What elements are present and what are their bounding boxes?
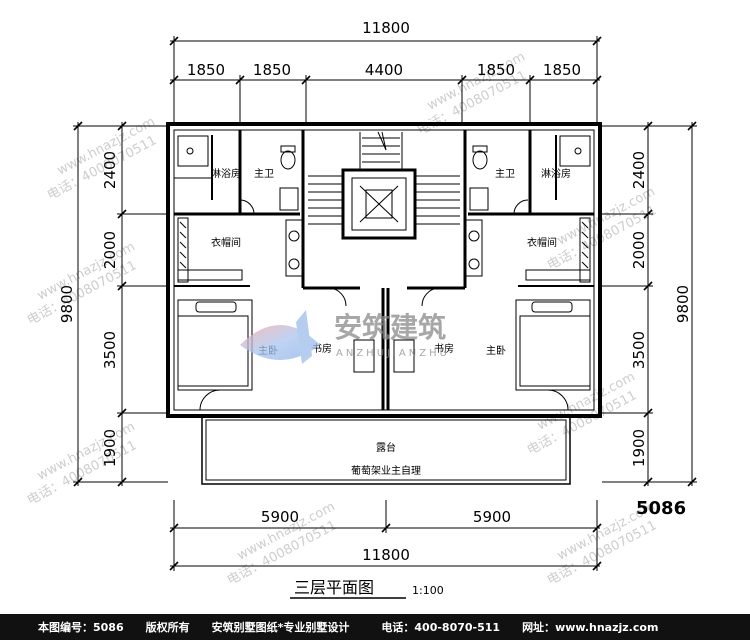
dim-right-segment: 2400 bbox=[630, 151, 648, 189]
top-dimension-labels: 11800 1850 1850 4400 1850 1850 bbox=[187, 19, 581, 79]
dim-bottom-segment: 5900 bbox=[473, 508, 511, 526]
room-label-bath-left: 主卫 bbox=[254, 168, 274, 180]
drawing-title: 三层平面图 bbox=[294, 578, 374, 597]
room-label-shower-right: 淋浴房 bbox=[541, 167, 571, 180]
dim-right-total: 9800 bbox=[674, 285, 692, 323]
logo-cn: 安筑建筑 bbox=[334, 311, 446, 344]
dim-right-segment: 3500 bbox=[630, 331, 648, 369]
footer-bar: 本图编号：5086 版权所有 安筑别墅图纸*专业别墅设计 电话：400-8070… bbox=[0, 614, 750, 640]
room-label-master-right: 主卧 bbox=[486, 344, 506, 357]
logo-en: ANZHUJIANZHU bbox=[336, 348, 450, 359]
bottom-dimensions bbox=[169, 500, 602, 571]
footer-slogan: 安筑别墅图纸*专业别墅设计 bbox=[211, 621, 350, 634]
bottom-dimension-labels: 5900 5900 11800 bbox=[261, 508, 511, 564]
floor-plan-drawing: www.hnazjz.com 电话：4008070511 www.hnazjz.… bbox=[25, 19, 697, 599]
terrace bbox=[201, 415, 571, 485]
fixtures bbox=[177, 135, 591, 411]
drawing-scale: 1:100 bbox=[412, 584, 444, 597]
footer-code: 本图编号：5086 bbox=[38, 621, 124, 634]
dim-right-segment: 2000 bbox=[630, 231, 648, 269]
room-label-shower-left: 淋浴房 bbox=[211, 167, 241, 180]
dim-right-segment: 1900 bbox=[630, 429, 648, 467]
room-label-terrace-note: 葡萄架业主自理 bbox=[351, 464, 421, 477]
room-label-study-right: 书房 bbox=[434, 342, 454, 355]
top-dimensions bbox=[169, 36, 602, 122]
room-label-bath-right: 主卫 bbox=[495, 168, 515, 180]
left-dimensions bbox=[73, 121, 168, 487]
dim-top-segment: 1850 bbox=[543, 61, 581, 79]
dim-top-segment: 1850 bbox=[477, 61, 515, 79]
dim-left-segment: 2400 bbox=[101, 151, 119, 189]
dim-left-segment: 2000 bbox=[101, 231, 119, 269]
dim-top-total: 11800 bbox=[362, 19, 410, 37]
room-label-terrace: 露台 bbox=[376, 441, 396, 454]
room-label-closet-right: 衣帽间 bbox=[527, 236, 557, 249]
dim-left-segment: 3500 bbox=[101, 331, 119, 369]
dim-top-segment: 1850 bbox=[187, 61, 225, 79]
dim-left-total: 9800 bbox=[58, 285, 76, 323]
plan-code: 5086 bbox=[636, 498, 686, 519]
stair-treads bbox=[308, 131, 460, 225]
room-label-closet-left: 衣帽间 bbox=[211, 236, 241, 249]
dim-left-segment: 1900 bbox=[101, 429, 119, 467]
footer-rights: 版权所有 bbox=[145, 621, 190, 634]
dim-top-segment: 4400 bbox=[365, 61, 403, 79]
right-dimensions bbox=[602, 121, 697, 487]
company-logo: 安筑建筑 ANZHUJIANZHU bbox=[240, 310, 450, 364]
dim-bottom-segment: 5900 bbox=[261, 508, 299, 526]
right-dimension-labels: 2400 2000 3500 1900 9800 bbox=[630, 151, 692, 467]
dim-top-segment: 1850 bbox=[253, 61, 291, 79]
footer-phone: 电话：400-8070-511 bbox=[381, 621, 501, 634]
dim-bottom-total: 11800 bbox=[362, 546, 410, 564]
left-dimension-labels: 9800 2400 2000 3500 1900 bbox=[58, 151, 119, 467]
footer-website: www.hnazjz.com bbox=[555, 620, 659, 634]
footer-website-label: 网址： bbox=[522, 621, 556, 634]
